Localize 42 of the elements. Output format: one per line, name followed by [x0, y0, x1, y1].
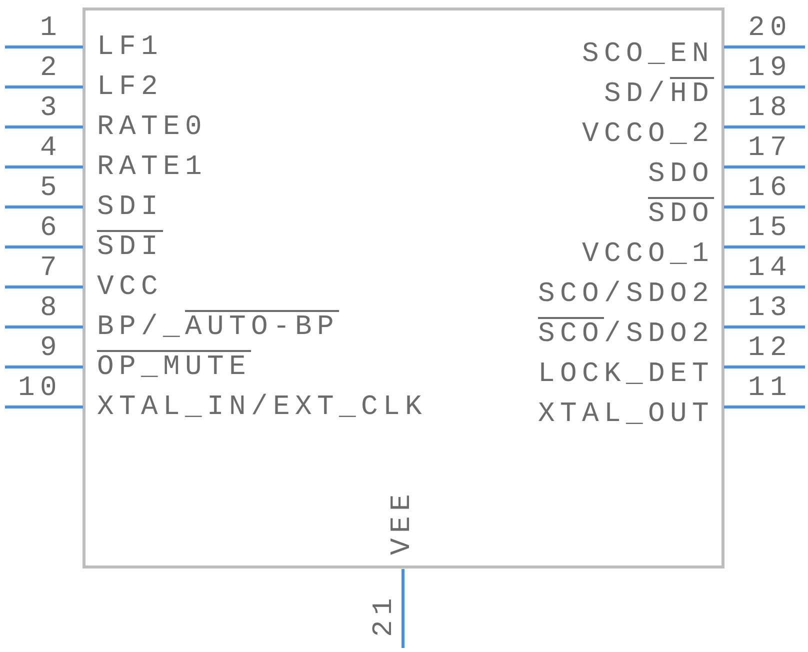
- pin-number: 3: [40, 94, 62, 124]
- pin-name: SDO: [648, 160, 714, 190]
- pin-name: VCCO_1: [582, 240, 714, 270]
- pin-number: 17: [748, 134, 792, 164]
- pin-number: 21: [370, 593, 400, 637]
- pin-name: SDO: [648, 200, 714, 230]
- pin-number: 18: [748, 94, 792, 124]
- pin-name: LF2: [97, 73, 164, 103]
- pin-number: 7: [40, 254, 62, 284]
- pin-name: LF1: [97, 33, 164, 63]
- pin-number: 12: [748, 334, 792, 364]
- pin-number: 11: [748, 374, 792, 404]
- pin-number: 19: [748, 54, 792, 84]
- pin-number: 2: [40, 54, 62, 84]
- pin-name: SCO/SDO2: [538, 320, 714, 350]
- pin-name: SD/HD: [604, 80, 714, 110]
- pin-number: 16: [748, 174, 792, 204]
- pin-name: XTAL_OUT: [538, 400, 714, 430]
- pin-name: XTAL_IN/EXT_CLK: [97, 393, 428, 423]
- pin-number: 8: [40, 294, 62, 324]
- pin-name: VCCO_2: [582, 120, 714, 150]
- pin-name: OP_MUTE: [97, 353, 252, 383]
- pin-number: 9: [40, 334, 62, 364]
- pin-number: 6: [40, 214, 62, 244]
- pin-number: 10: [18, 374, 62, 404]
- pin-number: 20: [748, 14, 792, 44]
- pin-name: SDI: [97, 193, 164, 223]
- pin-name: VEE: [388, 489, 418, 555]
- pin-number: 5: [40, 174, 62, 204]
- pin-name: SDI: [97, 233, 164, 263]
- pin-number: 1: [40, 14, 62, 44]
- pin-name: SCO_EN: [582, 40, 714, 70]
- pin-name: RATE1: [97, 153, 208, 183]
- pin-name: RATE0: [97, 113, 208, 143]
- pin-name: VCC: [97, 273, 164, 303]
- pin-name: BP/_AUTO-BP: [97, 313, 340, 343]
- pin-number: 4: [40, 134, 62, 164]
- pin-name: SCO/SDO2: [538, 280, 714, 310]
- pin-number: 13: [748, 294, 792, 324]
- pin-name: LOCK_DET: [538, 360, 714, 390]
- pin-number: 14: [748, 254, 792, 284]
- pin-number: 15: [748, 214, 792, 244]
